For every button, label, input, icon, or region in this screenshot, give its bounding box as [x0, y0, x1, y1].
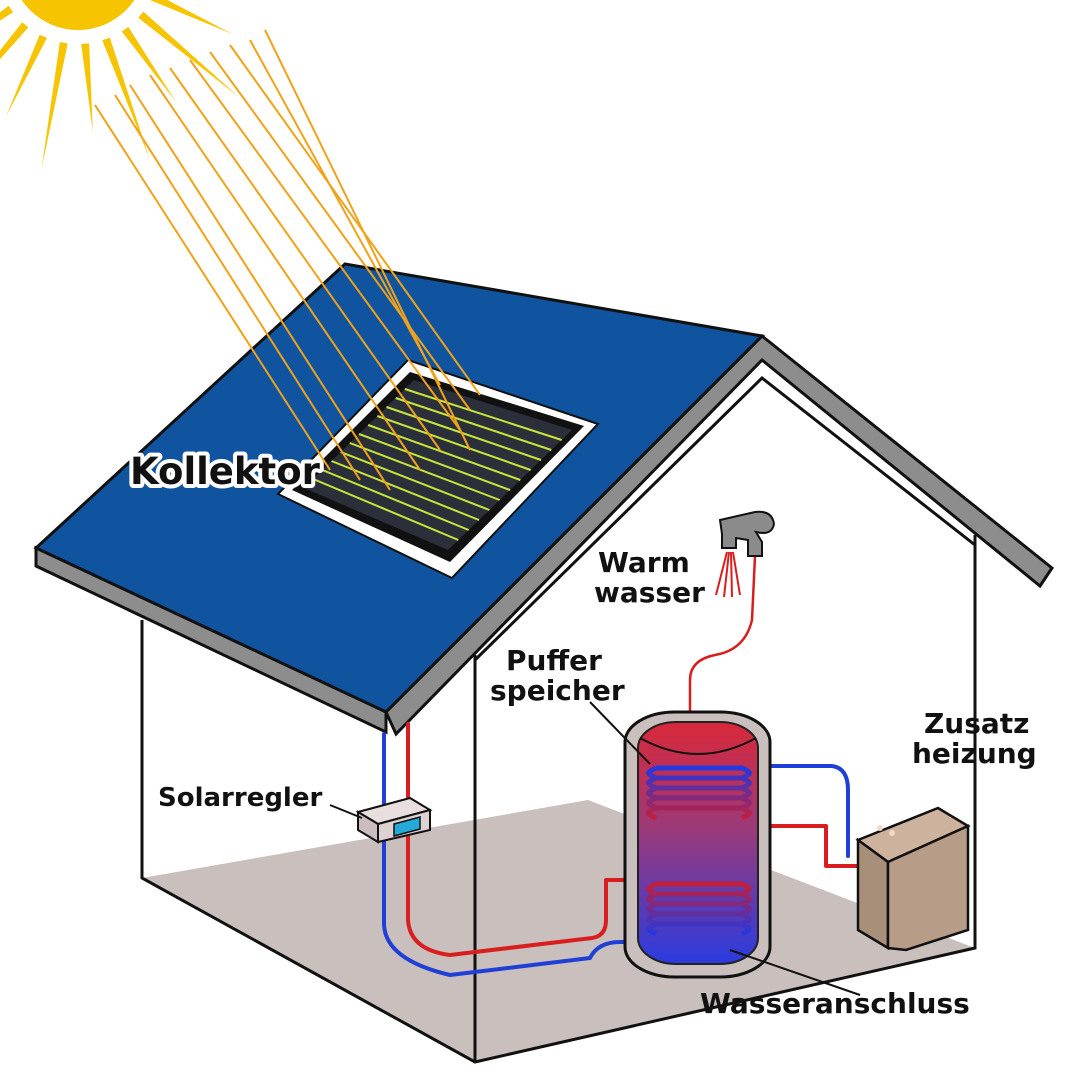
collector-tube [312, 478, 459, 541]
sun-ray [0, 22, 29, 60]
sun-ray [6, 34, 47, 117]
label-solarregler: Solarregler [158, 783, 322, 813]
label-zusatzheizung-line1: Zusatz [924, 707, 1029, 740]
label-wasseranschluss: Wasseranschluss [700, 987, 970, 1020]
collector-panel [276, 358, 600, 580]
collector-tube [404, 388, 562, 441]
collector-tube [349, 442, 501, 501]
collector-tube [395, 397, 552, 451]
solar-controller [355, 796, 433, 844]
sun-ray [102, 37, 150, 160]
sun-beam [149, 74, 421, 471]
sun-ray [0, 5, 14, 21]
sun-beam [94, 104, 331, 471]
sun-ray [81, 43, 93, 132]
sun-beam [114, 94, 361, 481]
sun-ray [121, 26, 176, 102]
collector-tube [386, 406, 542, 461]
sun-beams [94, 29, 481, 491]
collector-tube [331, 460, 480, 521]
storage-tank [623, 710, 772, 979]
collector-tube [340, 451, 490, 511]
floor [142, 800, 975, 1062]
leader-lines [329, 701, 861, 996]
label-warmwasser-line2: wasser [594, 576, 705, 609]
sun-beam [249, 39, 441, 386]
label-pufferspeicher-line1: Puffer [506, 644, 602, 677]
auxiliary-heater [855, 806, 971, 952]
sun-beam [209, 51, 471, 411]
sun [0, 0, 239, 169]
sun-beam [169, 67, 441, 451]
collector-tube [377, 415, 531, 471]
sun-beam [264, 29, 471, 451]
sun-beam [229, 44, 481, 396]
collector-tube [321, 469, 470, 531]
heat-exchanger-coil [646, 765, 752, 821]
label-zusatzheizung-line2: heizung [912, 737, 1037, 770]
sun-ray [150, 0, 233, 34]
sun-beam [129, 84, 391, 491]
sun-ray [41, 42, 68, 169]
heat-exchanger-coil [646, 881, 752, 937]
sun-beam [189, 59, 461, 431]
collector-tube [358, 433, 511, 491]
faucet-icon [715, 510, 776, 598]
label-warmwasser-line1: Warm [598, 546, 690, 579]
label-kollektor: Kollektor [130, 450, 321, 493]
label-pufferspeicher-line2: speicher [490, 674, 625, 707]
sun-ray [138, 11, 239, 97]
solar-circuit-pipes [382, 554, 860, 977]
house-walls [140, 376, 977, 1064]
collector-tube [367, 424, 521, 481]
